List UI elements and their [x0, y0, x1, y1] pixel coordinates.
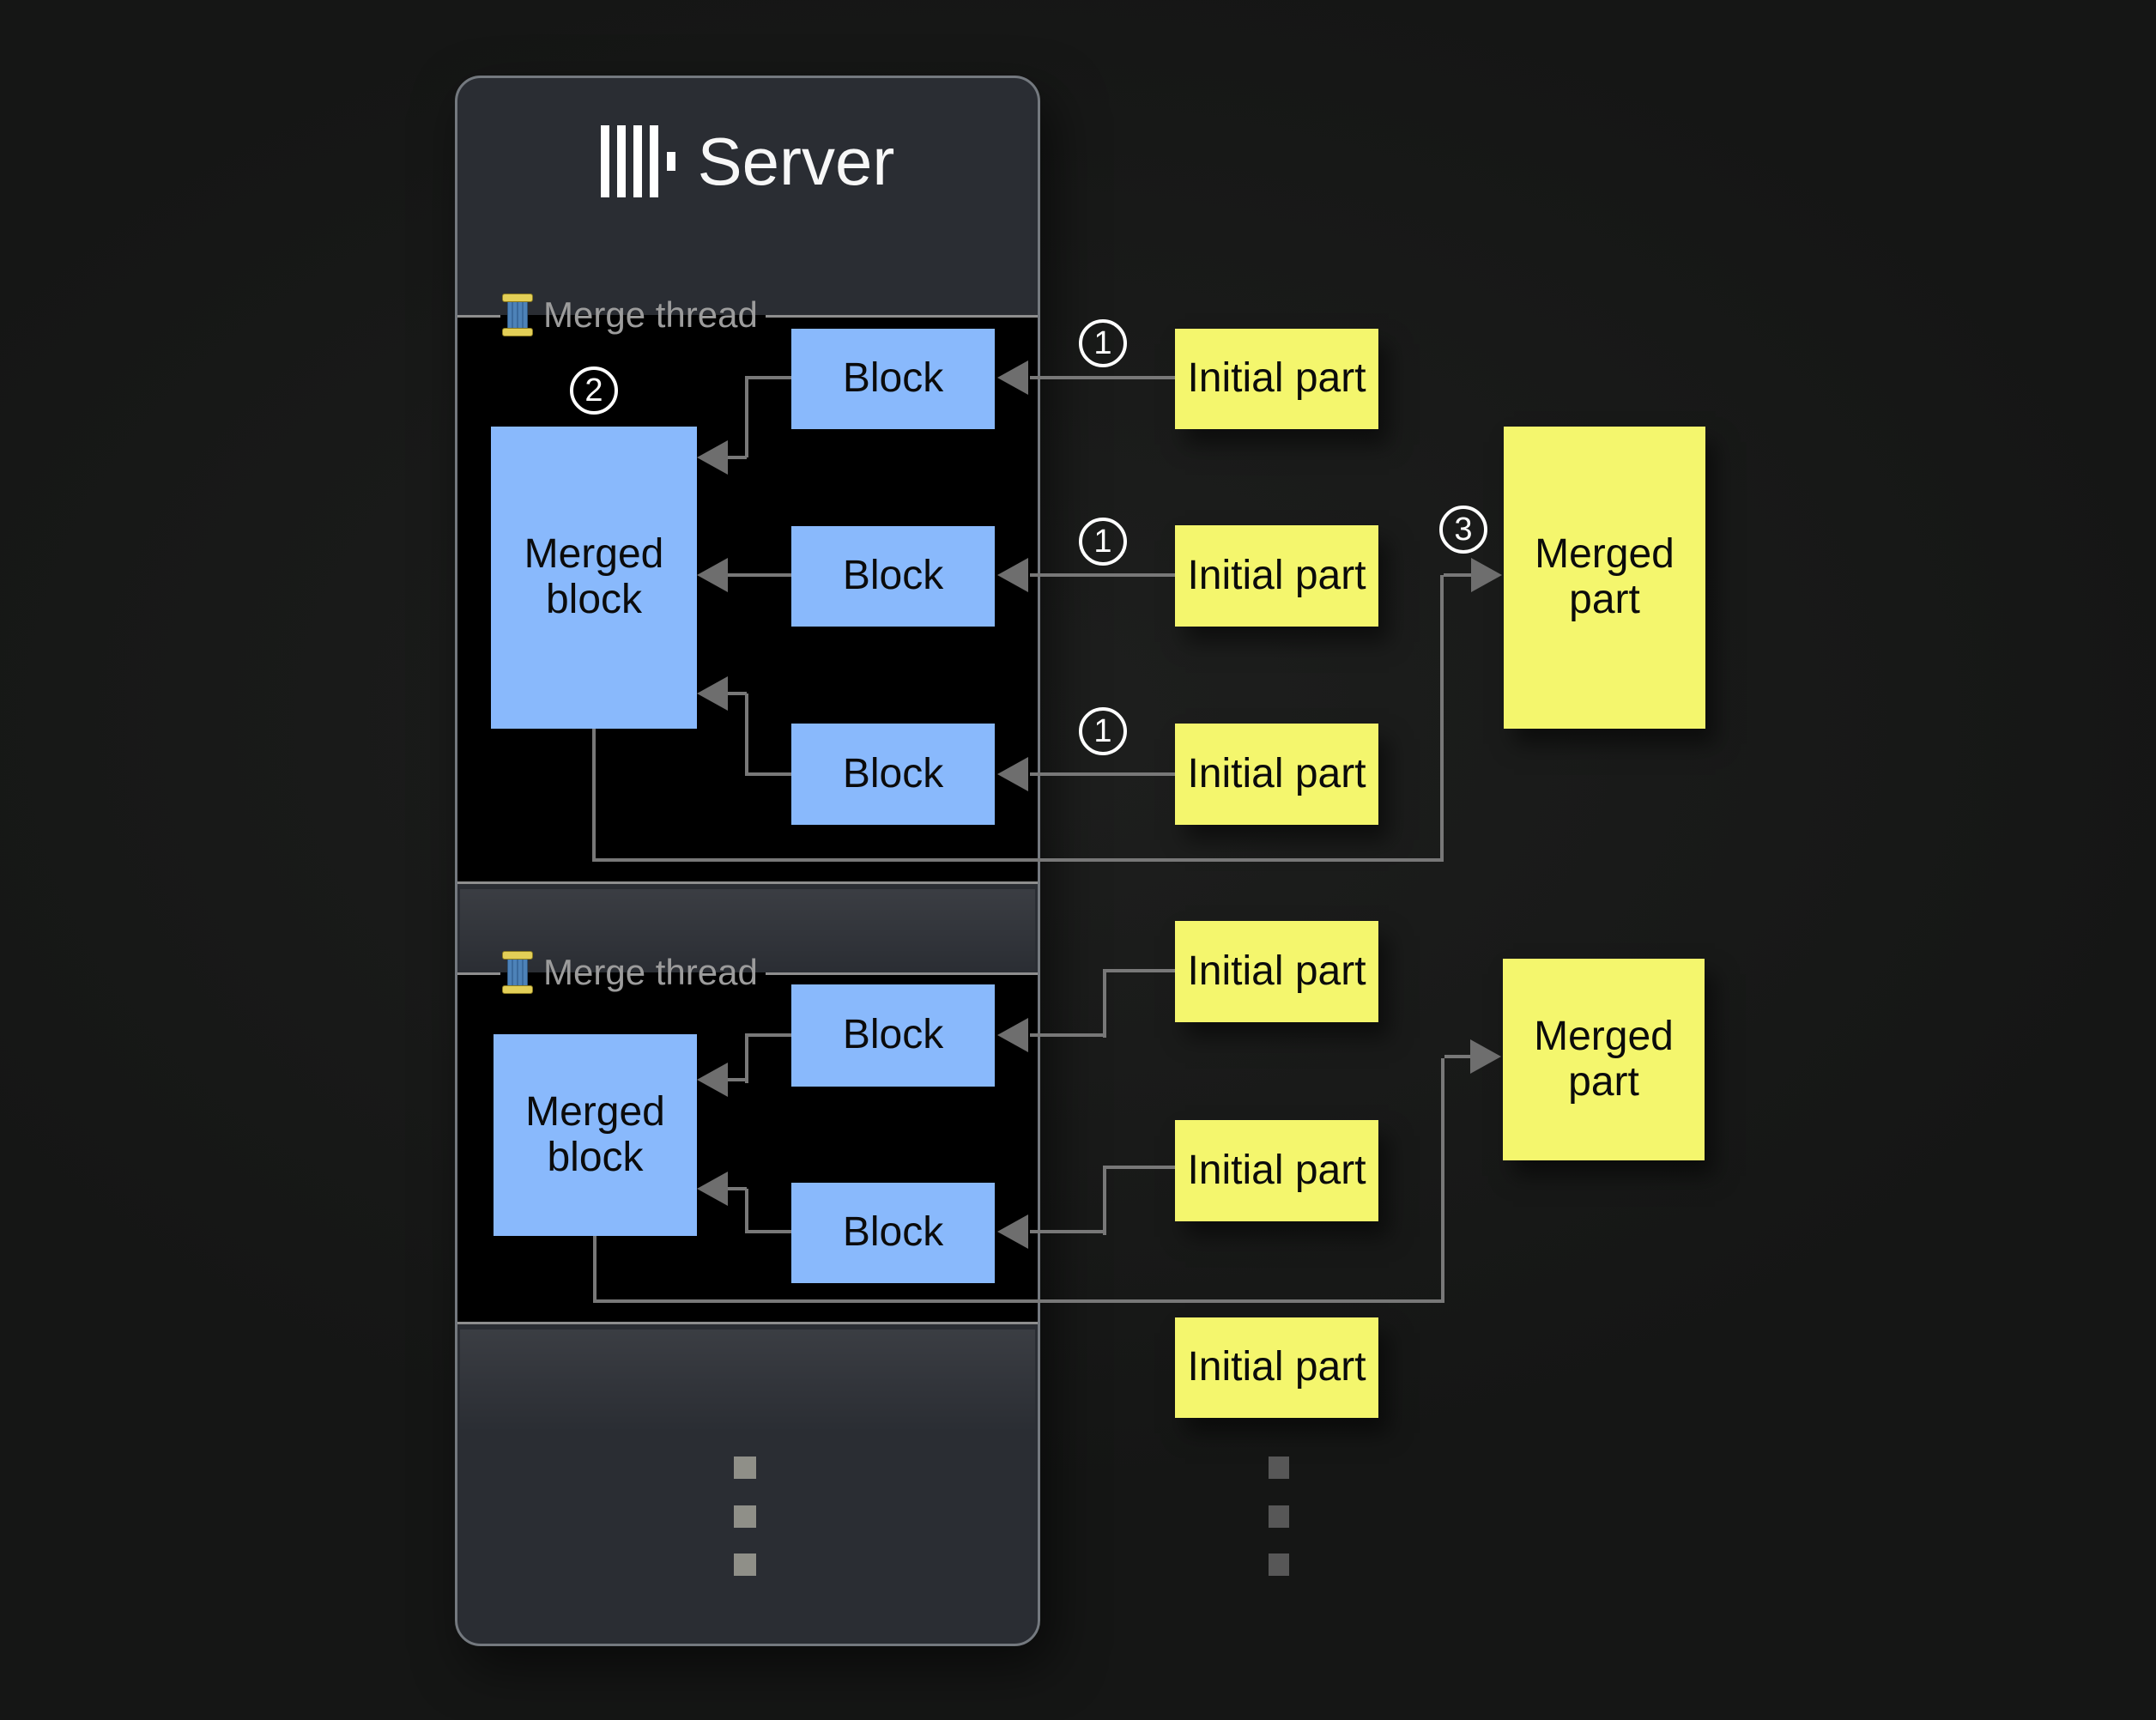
merged-block-node: Merged block [491, 427, 697, 729]
connector-line [745, 1033, 748, 1083]
merge-thread-label: Merge thread [543, 952, 758, 992]
clickhouse-logo-icon [600, 125, 675, 197]
connector-line [1103, 1166, 1106, 1235]
connector-line [1030, 772, 1175, 776]
connector-line [1105, 1166, 1175, 1169]
connector-line [1440, 575, 1444, 862]
connector-line [1444, 1055, 1470, 1058]
connector-line [745, 376, 748, 457]
connector-line [1441, 1058, 1444, 1303]
initial-part-node: Initial part [1175, 1317, 1378, 1418]
connector-line [728, 456, 747, 459]
block-node: Block [791, 724, 995, 825]
connector-line [745, 376, 791, 379]
arrowhead-left-icon [697, 1172, 728, 1206]
ellipsis-dot [734, 1553, 756, 1576]
connector-line [745, 693, 748, 776]
ellipsis-dot [1269, 1553, 1289, 1576]
connector-line [1030, 1230, 1105, 1233]
arrowhead-right-icon [1471, 558, 1502, 592]
ellipsis-dot [734, 1505, 756, 1528]
server-header: Server [457, 123, 1038, 200]
panel-border-segment [457, 315, 500, 318]
arrowhead-left-icon [997, 757, 1028, 791]
arrowhead-left-icon [697, 440, 728, 475]
connector-line [1030, 573, 1175, 577]
ellipsis-dot [1269, 1505, 1289, 1528]
ellipsis-dot [1269, 1457, 1289, 1479]
connector-line [745, 1033, 791, 1037]
initial-part-node: Initial part [1175, 1120, 1378, 1221]
panel-border-segment [766, 315, 1038, 318]
block-node: Block [791, 984, 995, 1087]
step-marker-2: 2 [570, 366, 618, 415]
step-marker-3: 3 [1439, 506, 1487, 554]
connector-line [593, 1299, 1443, 1303]
panel-border-segment [766, 972, 1038, 975]
arrowhead-left-icon [697, 558, 728, 592]
initial-part-node: Initial part [1175, 724, 1378, 825]
server-title: Server [697, 123, 895, 199]
merged-part-node: Merged part [1504, 427, 1705, 729]
connector-line [593, 1236, 597, 1303]
arrowhead-right-icon [1470, 1039, 1501, 1074]
merge-thread-label: Merge thread [543, 294, 758, 335]
connector-line [745, 1189, 748, 1233]
connector-line [728, 692, 747, 695]
connector-line [745, 772, 791, 776]
block-node: Block [791, 329, 995, 429]
connector-line [1444, 573, 1471, 577]
arrowhead-left-icon [697, 1063, 728, 1097]
merged-block-node: Merged block [494, 1034, 697, 1236]
ellipsis-dot [734, 1457, 756, 1479]
connector-line [728, 573, 791, 577]
block-node: Block [791, 1183, 995, 1283]
thread-spool-icon [502, 951, 533, 994]
panel-border-segment [457, 972, 500, 975]
connector-line [745, 1230, 791, 1233]
step-marker-1: 1 [1079, 518, 1127, 566]
merge-thread-legend-1: Merge thread [502, 293, 758, 337]
connector-line [1103, 969, 1106, 1038]
connector-line [592, 858, 1442, 862]
block-node: Block [791, 526, 995, 627]
initial-part-node: Initial part [1175, 525, 1378, 627]
arrowhead-left-icon [697, 676, 728, 711]
merged-part-node: Merged part [1503, 959, 1705, 1160]
initial-part-node: Initial part [1175, 329, 1378, 429]
arrowhead-left-icon [997, 1214, 1028, 1249]
connector-line [728, 1078, 747, 1081]
merge-thread-legend-2: Merge thread [502, 950, 758, 995]
thread-spool-icon [502, 294, 533, 336]
connector-line [1030, 376, 1175, 379]
arrowhead-left-icon [997, 558, 1028, 592]
connector-line [1105, 969, 1175, 972]
connector-line [728, 1187, 747, 1190]
arrowhead-left-icon [997, 360, 1028, 395]
panel-gradient-strip [460, 889, 1035, 975]
arrowhead-left-icon [997, 1018, 1028, 1052]
connector-line [592, 729, 596, 860]
step-marker-1: 1 [1079, 707, 1127, 755]
initial-part-node: Initial part [1175, 921, 1378, 1022]
connector-line [1030, 1033, 1105, 1037]
panel-gradient-strip [460, 1329, 1035, 1432]
step-marker-1: 1 [1079, 319, 1127, 367]
